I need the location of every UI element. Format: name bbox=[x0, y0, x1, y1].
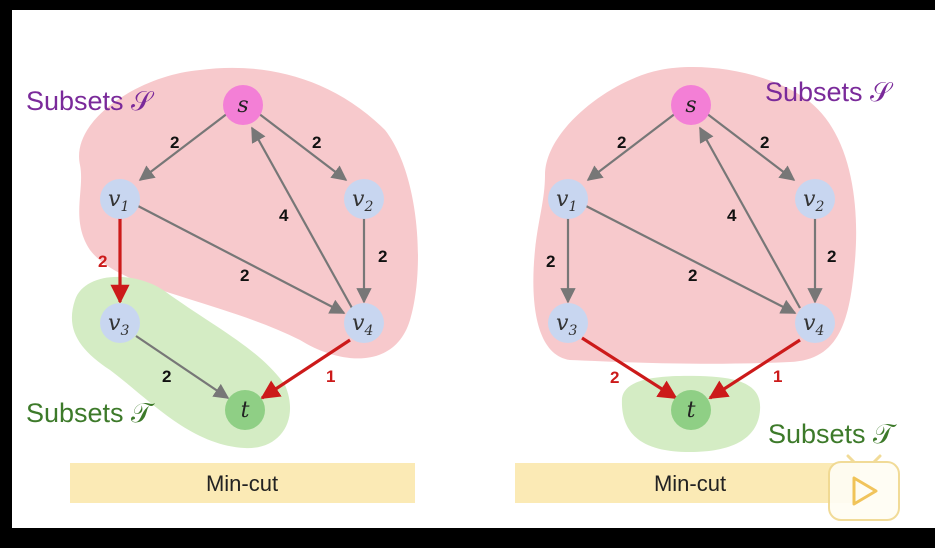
svg-text:v4: v4 bbox=[352, 311, 373, 339]
right-edge-v4-s bbox=[699, 126, 801, 309]
left-weight-v3-t: 2 bbox=[162, 367, 171, 386]
right-edge-v4-t bbox=[708, 338, 801, 400]
left-weight-v2-v4: 2 bbox=[378, 247, 387, 266]
right-weight-v1-v3: 2 bbox=[546, 252, 555, 271]
right-weight-v3-t: 2 bbox=[610, 368, 619, 387]
right-weight-v4-s: 4 bbox=[727, 206, 737, 225]
right-node-v3: v3 bbox=[548, 303, 588, 343]
left-weight-s-v2: 2 bbox=[312, 133, 321, 152]
right-subset-s-region bbox=[533, 67, 857, 364]
left-node-v3: v3 bbox=[100, 303, 140, 343]
right-edge-v1-v4 bbox=[585, 205, 797, 314]
right-subset-s-label: Subsets 𝒮 bbox=[765, 77, 894, 107]
svg-text:v1: v1 bbox=[556, 187, 577, 215]
svg-text:t: t bbox=[241, 398, 250, 423]
left-edge-s-v1 bbox=[138, 112, 229, 181]
right-subset-t-label: Subsets 𝒯 bbox=[768, 419, 897, 449]
right-node-t: t bbox=[671, 390, 711, 430]
svg-text:s: s bbox=[237, 93, 248, 118]
svg-text:v4: v4 bbox=[803, 311, 824, 339]
right-weight-s-v2: 2 bbox=[760, 133, 769, 152]
left-edge-v4-t bbox=[260, 338, 351, 400]
right-mincut-box bbox=[515, 463, 860, 503]
left-weight-v1-v4: 2 bbox=[240, 266, 249, 285]
right-node-s: s bbox=[671, 85, 711, 125]
svg-text:v2: v2 bbox=[352, 187, 373, 215]
svg-text:v2: v2 bbox=[803, 187, 824, 215]
left-node-s: s bbox=[223, 85, 263, 125]
left-subset-t-label: Subsets 𝒯 bbox=[26, 398, 155, 428]
right-edge-s-v1 bbox=[586, 112, 677, 181]
right-node-v4: v4 bbox=[795, 303, 835, 343]
left-node-v2: v2 bbox=[344, 179, 384, 219]
svg-text:v1: v1 bbox=[108, 187, 129, 215]
right-weight-v1-v4: 2 bbox=[688, 266, 697, 285]
right-node-v1: v1 bbox=[548, 179, 588, 219]
svg-text:t: t bbox=[687, 398, 696, 423]
left-node-t: t bbox=[225, 390, 265, 430]
left-weight-v1-v3: 2 bbox=[98, 252, 107, 271]
right-mincut-label: Min-cut bbox=[654, 471, 726, 496]
right-edge-s-v2 bbox=[705, 112, 796, 181]
left-diagram: 2 2 4 2 2 2 2 1 s v1 v2 v3 v4 t bbox=[26, 67, 418, 503]
svg-text:v3: v3 bbox=[556, 311, 577, 339]
left-mincut-box bbox=[70, 463, 415, 503]
left-edge-s-v2 bbox=[257, 112, 348, 181]
left-mincut-label: Min-cut bbox=[206, 471, 278, 496]
left-subset-s-region bbox=[79, 67, 418, 359]
right-node-v2: v2 bbox=[795, 179, 835, 219]
left-edge-v1-v4 bbox=[137, 205, 346, 314]
left-edge-v4-s bbox=[251, 126, 353, 309]
left-edge-v3-t bbox=[135, 335, 230, 399]
right-diagram: 2 2 4 2 2 2 2 1 s v1 v2 v3 v4 t bbox=[515, 67, 897, 503]
left-weight-v4-t: 1 bbox=[326, 367, 335, 386]
svg-text:v3: v3 bbox=[108, 311, 129, 339]
left-node-v1: v1 bbox=[100, 179, 140, 219]
play-logo-icon bbox=[828, 454, 900, 521]
svg-text:s: s bbox=[685, 93, 696, 118]
left-weight-v4-s: 4 bbox=[279, 206, 289, 225]
right-weight-v4-t: 1 bbox=[773, 367, 782, 386]
left-weight-s-v1: 2 bbox=[170, 133, 179, 152]
right-weight-s-v1: 2 bbox=[617, 133, 626, 152]
left-node-v4: v4 bbox=[344, 303, 384, 343]
right-edge-v3-t bbox=[581, 336, 678, 400]
left-subset-s-label: Subsets 𝒮 bbox=[26, 86, 155, 116]
right-weight-v2-v4: 2 bbox=[827, 247, 836, 266]
